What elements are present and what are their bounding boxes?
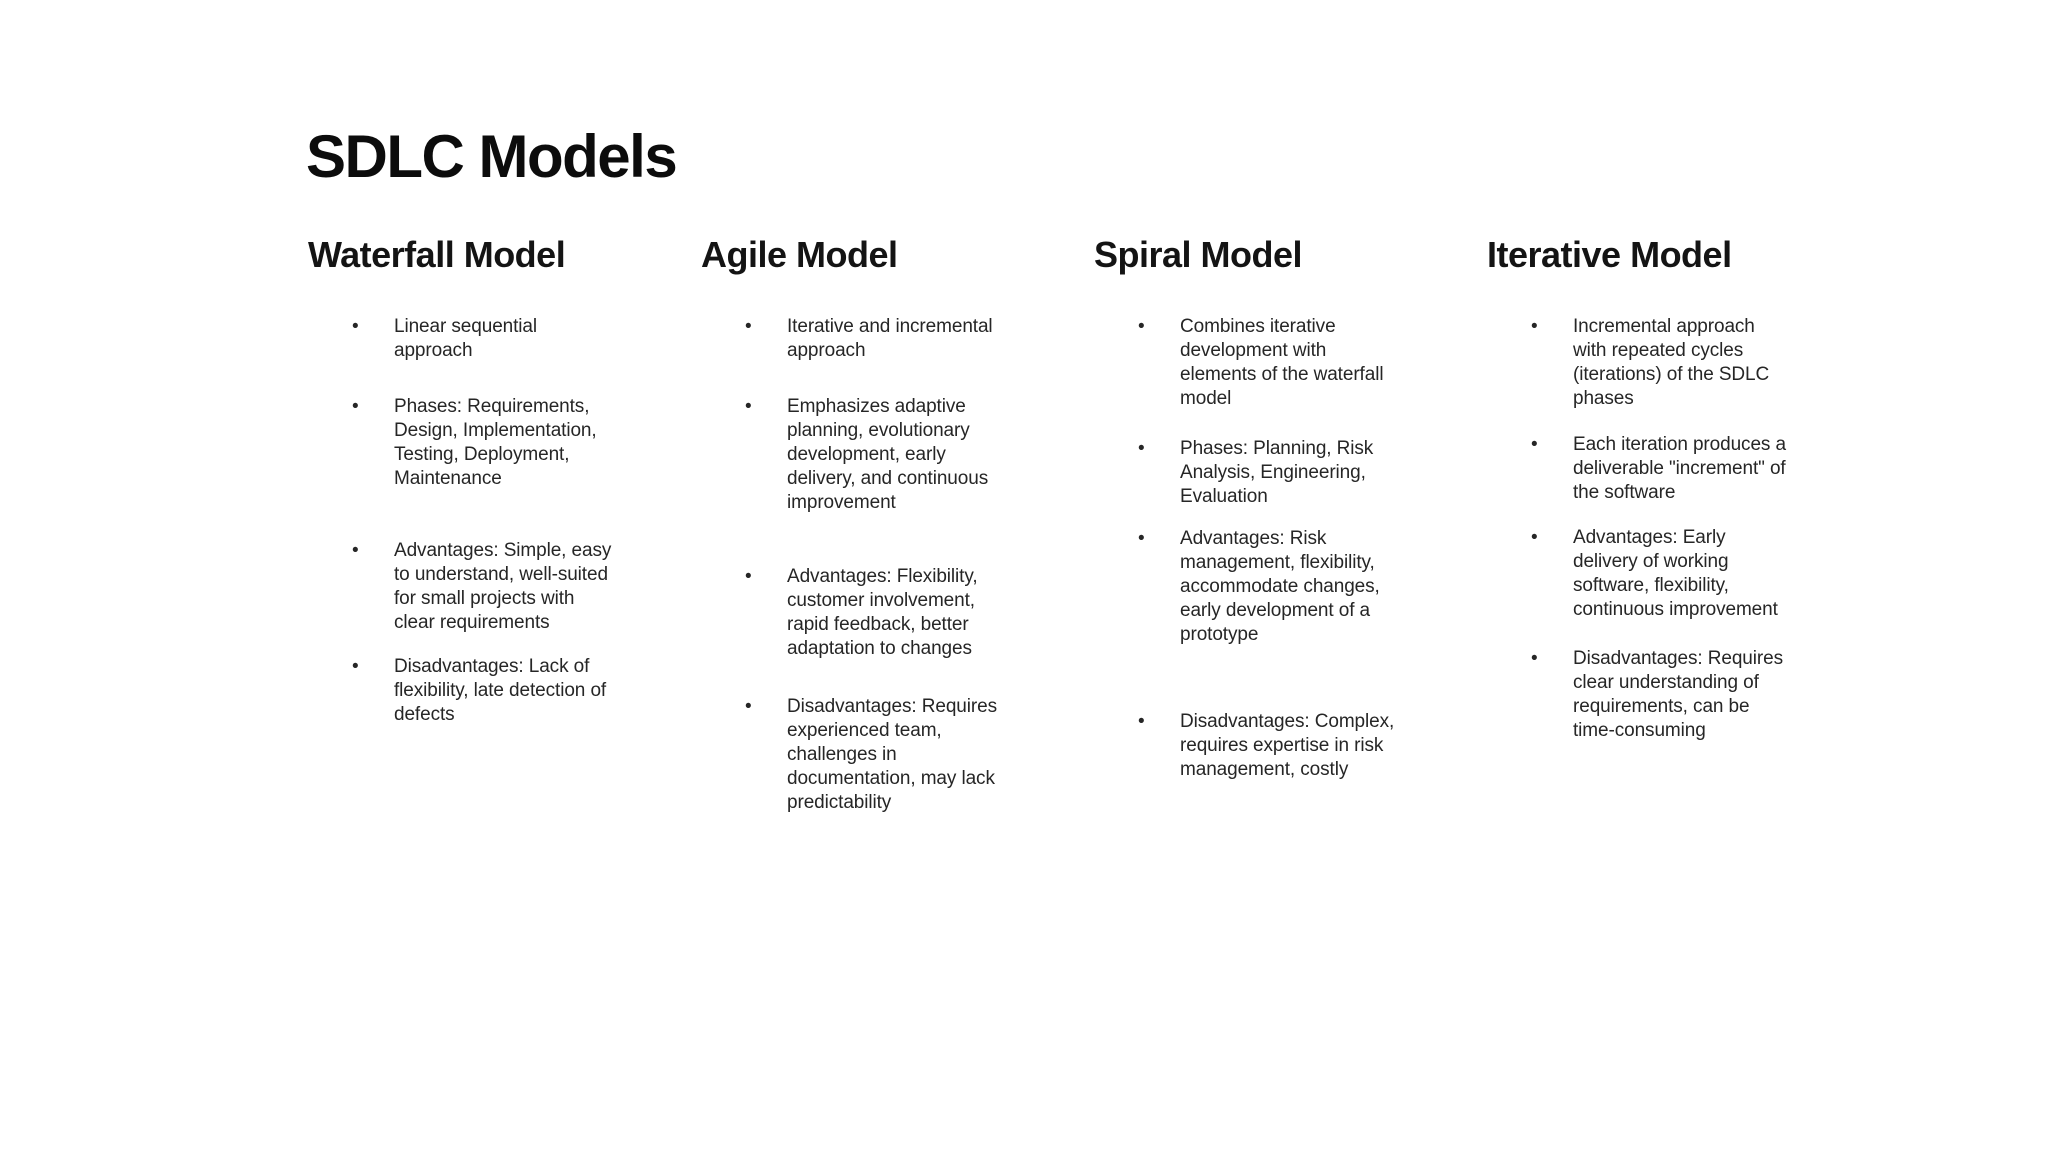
bullet-icon: • <box>1138 711 1145 732</box>
bullet-text: Combines iterative development with elem… <box>1180 316 1384 409</box>
slide-title: SDLC Models <box>306 123 678 191</box>
list-item: • Disadvantages: Requires experienced te… <box>701 695 1005 815</box>
column-spiral: Spiral Model • Combines iterative develo… <box>1094 233 1404 782</box>
bullet-icon: • <box>1138 528 1145 549</box>
list-item: • Each iteration produces a deliverable … <box>1487 433 1791 505</box>
columns-container: Waterfall Model • Linear sequential appr… <box>0 233 2048 933</box>
bullet-text: Disadvantages: Requires experienced team… <box>787 696 997 813</box>
list-item: • Phases: Requirements, Design, Implemen… <box>308 395 612 491</box>
bullet-icon: • <box>1531 316 1538 337</box>
bullet-icon: • <box>1138 438 1145 459</box>
list-item: • Advantages: Flexibility, customer invo… <box>701 565 1005 661</box>
list-item: • Advantages: Early delivery of working … <box>1487 526 1791 622</box>
bullet-icon: • <box>745 316 752 337</box>
bullet-icon: • <box>1531 648 1538 669</box>
bullet-text: Emphasizes adaptive planning, evolutiona… <box>787 396 989 513</box>
bullet-icon: • <box>1138 316 1145 337</box>
bullet-text: Advantages: Risk management, flexibility… <box>1180 528 1380 645</box>
bullet-list-agile: • Iterative and incremental approach • E… <box>701 315 1011 815</box>
bullet-text: Linear sequential approach <box>394 316 538 361</box>
bullet-icon: • <box>1531 527 1538 548</box>
bullet-icon: • <box>352 656 359 677</box>
bullet-text: Iterative and incremental approach <box>787 316 993 361</box>
bullet-icon: • <box>352 540 359 561</box>
bullet-text: Advantages: Simple, easy to understand, … <box>394 540 612 633</box>
bullet-text: Phases: Requirements, Design, Implementa… <box>394 396 597 489</box>
bullet-text: Advantages: Early delivery of working so… <box>1573 527 1778 620</box>
bullet-icon: • <box>745 396 752 417</box>
column-heading-iterative: Iterative Model <box>1487 234 1732 275</box>
bullet-text: Phases: Planning, Risk Analysis, Enginee… <box>1180 438 1374 507</box>
bullet-text: Incremental approach with repeated cycle… <box>1573 316 1770 409</box>
list-item: • Phases: Planning, Risk Analysis, Engin… <box>1094 437 1398 509</box>
list-item: • Disadvantages: Complex, requires exper… <box>1094 710 1398 782</box>
list-item: • Emphasizes adaptive planning, evolutio… <box>701 395 1005 515</box>
bullet-list-spiral: • Combines iterative development with el… <box>1094 315 1404 782</box>
bullet-text: Advantages: Flexibility, customer involv… <box>787 566 978 659</box>
list-item: • Disadvantages: Requires clear understa… <box>1487 647 1791 743</box>
bullet-text: Disadvantages: Requires clear understand… <box>1573 648 1783 741</box>
list-item: • Linear sequential approach <box>308 315 612 363</box>
bullet-icon: • <box>745 696 752 717</box>
list-item: • Combines iterative development with el… <box>1094 315 1398 411</box>
list-item: • Disadvantages: Lack of flexibility, la… <box>308 655 612 727</box>
list-item: • Iterative and incremental approach <box>701 315 1005 363</box>
column-waterfall: Waterfall Model • Linear sequential appr… <box>308 233 618 727</box>
bullet-icon: • <box>745 566 752 587</box>
column-heading-waterfall: Waterfall Model <box>308 234 566 275</box>
column-heading-spiral: Spiral Model <box>1094 234 1303 275</box>
list-item: • Advantages: Simple, easy to understand… <box>308 539 612 635</box>
column-iterative: Iterative Model • Incremental approach w… <box>1487 233 1797 743</box>
bullet-text: Disadvantages: Lack of flexibility, late… <box>394 656 607 725</box>
list-item: • Incremental approach with repeated cyc… <box>1487 315 1791 411</box>
bullet-icon: • <box>1531 434 1538 455</box>
bullet-icon: • <box>352 396 359 417</box>
list-item: • Advantages: Risk management, flexibili… <box>1094 527 1398 647</box>
bullet-icon: • <box>352 316 359 337</box>
bullet-text: Disadvantages: Complex, requires experti… <box>1180 711 1395 780</box>
column-agile: Agile Model • Iterative and incremental … <box>701 233 1011 815</box>
bullet-list-iterative: • Incremental approach with repeated cyc… <box>1487 315 1797 743</box>
bullet-text: Each iteration produces a deliverable "i… <box>1573 434 1786 503</box>
column-heading-agile: Agile Model <box>701 234 898 275</box>
bullet-list-waterfall: • Linear sequential approach • Phases: R… <box>308 315 618 727</box>
